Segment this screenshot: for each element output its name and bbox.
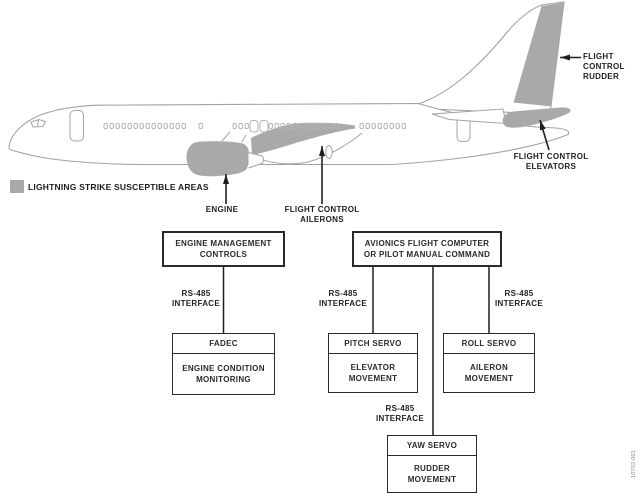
rudder-shaded-area [513,2,564,107]
block-roll-title: ROLL SERVO [444,334,534,354]
flap-track-fairing [325,145,333,159]
rs485-interface-label-pitch: RS-485 INTERFACE [318,289,368,308]
legend-swatch [10,180,24,193]
block-fadec-title: FADEC [173,334,274,354]
engine-pylon-line [221,131,231,142]
flap-fairing-outline [249,132,363,165]
elevators-callout-arrow [539,119,550,151]
engine-shaded-area [186,141,250,177]
block-yaw-body: RUDDER MOVEMENT [407,464,457,484]
rs485-interface-label-yaw: RS-485 INTERFACE [375,404,425,423]
callout-flight-control-rudder: FLIGHT CONTROL RUDDER [583,52,625,81]
block-roll-servo: ROLL SERVO AILERON MOVEMENT [443,333,535,393]
engine-pylon-line [241,134,247,143]
overwing-exit-outline [259,120,269,133]
callout-flight-control-ailerons: FLIGHT CONTROL AILERONS [284,205,360,224]
engine-exhaust-outline [248,152,264,169]
block-pitch-body: ELEVATOR MOVEMENT [348,363,398,383]
passenger-windows [103,123,406,129]
block-pitch-title: PITCH SERVO [329,334,417,354]
elevators-shaded-area [502,107,571,128]
wing-shaded-area [251,122,355,155]
block-engine-management-controls: ENGINE MANAGEMENT CONTROLS [162,231,285,267]
legend-label: LIGHTNING STRIKE SUSCEPTIBLE AREAS [28,182,209,192]
front-door-outline [69,110,84,142]
callout-engine: ENGINE [205,205,239,214]
rs485-interface-label-emc: RS-485 INTERFACE [171,289,221,308]
block-roll-body: AILERON MOVEMENT [464,363,514,383]
figure-code: 10702-001 [631,449,637,479]
block-fadec: FADEC ENGINE CONDITION MONITORING [172,333,275,395]
overwing-exit-outline [249,120,259,133]
block-yaw-title: YAW SERVO [388,436,476,456]
block-avionics-flight-computer: AVIONICS FLIGHT COMPUTER OR PILOT MANUAL… [352,231,502,267]
rs485-interface-label-roll: RS-485 INTERFACE [494,289,544,308]
block-pitch-servo: PITCH SERVO ELEVATOR MOVEMENT [328,333,418,393]
block-yaw-servo: YAW SERVO RUDDER MOVEMENT [387,435,477,493]
cockpit-window-divider [37,119,39,127]
callout-flight-control-elevators: FLIGHT CONTROL ELEVATORS [513,152,589,171]
block-fadec-body: ENGINE CONDITION MONITORING [182,364,265,384]
